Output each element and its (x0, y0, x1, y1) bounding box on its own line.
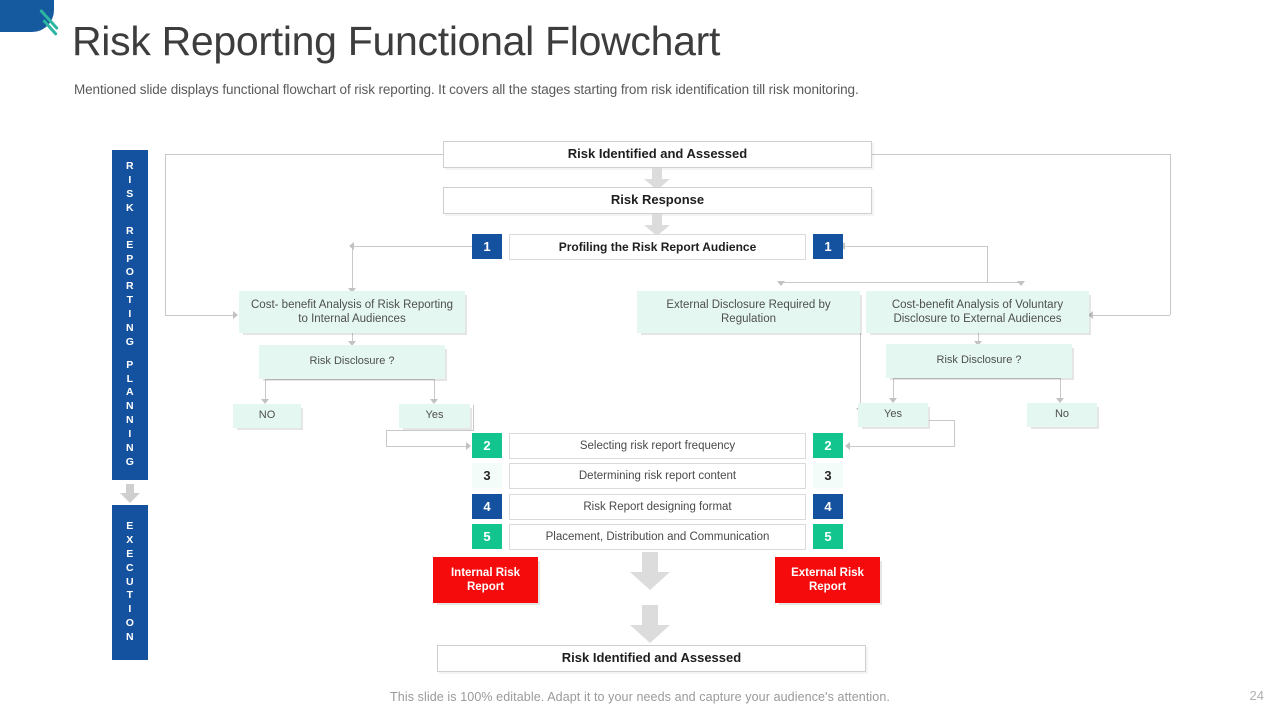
connector-internal-to-disclosure (352, 333, 353, 345)
flow-box-risk-identified-top[interactable]: Risk Identified and Assessed (443, 141, 872, 168)
arrowhead-left-no (261, 399, 269, 404)
connector-right-yes-v2 (954, 420, 955, 446)
connector-profiling-left-h (352, 246, 472, 247)
connector-profiling-right-h (843, 246, 988, 247)
flow-box-risk-identified-bottom[interactable]: Risk Identified and Assessed (437, 645, 866, 672)
page-title: Risk Reporting Functional Flowchart (72, 18, 721, 64)
block-arrow-down-2-icon (644, 214, 670, 236)
arrowhead-left-yes (430, 399, 438, 404)
connector-regulation-down-v (860, 333, 861, 411)
arrowhead-into-voluntary-top (1017, 281, 1025, 286)
connector-right-disclosure-split-h (893, 378, 1061, 379)
flow-box-profiling-audience[interactable]: Profiling the Risk Report Audience (509, 234, 806, 260)
block-arrow-down-3-icon (630, 552, 670, 590)
connector-right-into-voluntary-h (1092, 315, 1170, 316)
phase-transition-arrow-icon (120, 484, 140, 503)
block-arrow-down-4-icon (630, 605, 670, 643)
step-badge-left-2[interactable]: 2 (472, 433, 502, 458)
arrowhead-voluntary-to-disclosure (974, 341, 982, 346)
flow-box-risk-response[interactable]: Risk Response (443, 187, 872, 214)
connector-right-yes-into-badge-h (849, 446, 955, 447)
footer-note: This slide is 100% editable. Adapt it to… (390, 690, 890, 704)
step-badge-right-4[interactable]: 4 (813, 494, 843, 519)
arrowhead-right-no (1056, 398, 1064, 403)
arrowhead-into-internal-top (348, 288, 356, 293)
arrowhead-right-yes (889, 398, 897, 403)
arrowhead-internal-to-disclosure (348, 341, 356, 346)
arrowhead-into-internal-cost-benefit (233, 311, 238, 319)
step-badge-right-3[interactable]: 3 (813, 463, 843, 488)
connector-voluntary-to-disclosure (978, 333, 979, 345)
connector-left-yes-drop-v (386, 430, 387, 446)
connector-left-outer-v (165, 154, 166, 315)
decision-box-no-left[interactable]: NO (233, 404, 301, 428)
connector-right-split-h (781, 282, 1022, 283)
arrowhead-into-voluntary-cost-benefit (1088, 311, 1093, 319)
block-arrow-down-1-icon (644, 168, 670, 190)
connector-right-outer-v (1170, 154, 1171, 315)
arrowhead-into-badge-2-left (466, 442, 471, 450)
arrowhead-profiling-left (349, 242, 354, 250)
flow-box-placement-distribution[interactable]: Placement, Distribution and Communicatio… (509, 524, 806, 550)
page-subtitle: Mentioned slide displays functional flow… (74, 82, 859, 97)
connector-top-right-h (871, 154, 1171, 155)
step-badge-right-1[interactable]: 1 (813, 234, 843, 259)
step-badge-left-5[interactable]: 5 (472, 524, 502, 549)
connector-left-yes-into-badge-h (386, 446, 468, 447)
decision-box-yes-left[interactable]: Yes (399, 404, 470, 428)
page-number: 24 (1249, 688, 1264, 703)
connector-profiling-right-v (987, 246, 988, 282)
flow-box-determining-content[interactable]: Determining risk report content (509, 463, 806, 489)
connector-top-left-h (165, 154, 445, 155)
flow-box-voluntary-cost-benefit[interactable]: Cost-benefit Analysis of Voluntary Discl… (866, 291, 1089, 333)
connector-left-disclosure-split-h (265, 379, 435, 380)
decision-box-no-right[interactable]: No (1027, 403, 1097, 427)
arrowhead-into-badge-2-right (845, 442, 850, 450)
connector-profiling-left-v (352, 246, 353, 291)
connector-left-yes-v (434, 379, 435, 401)
step-badge-right-5[interactable]: 5 (813, 524, 843, 549)
flow-box-designing-format[interactable]: Risk Report designing format (509, 494, 806, 520)
connector-left-yes-h (386, 430, 474, 431)
flow-box-external-disclosure-regulation[interactable]: External Disclosure Required by Regulati… (637, 291, 860, 333)
decision-box-yes-right[interactable]: Yes (858, 403, 928, 427)
step-badge-left-4[interactable]: 4 (472, 494, 502, 519)
arrowhead-into-external-regulation (777, 281, 785, 286)
report-box-internal-risk[interactable]: Internal Risk Report (433, 557, 538, 603)
flow-box-internal-cost-benefit[interactable]: Cost- benefit Analysis of Risk Reporting… (239, 291, 465, 333)
step-badge-left-1[interactable]: 1 (472, 234, 502, 259)
report-box-external-risk[interactable]: External Risk Report (775, 557, 880, 603)
step-badge-right-2[interactable]: 2 (813, 433, 843, 458)
connector-left-into-internal-h (165, 315, 235, 316)
step-badge-left-3[interactable]: 3 (472, 463, 502, 488)
connector-left-no-v (265, 379, 266, 401)
connector-left-yes-down-v (473, 405, 474, 430)
flow-box-risk-disclosure-left[interactable]: Risk Disclosure ? (259, 345, 445, 379)
flow-box-selecting-frequency[interactable]: Selecting risk report frequency (509, 433, 806, 459)
connector-right-yes-v (893, 378, 894, 400)
connector-right-no-v (1060, 378, 1061, 400)
flow-box-risk-disclosure-right[interactable]: Risk Disclosure ? (886, 344, 1072, 378)
connector-right-yes-h (929, 420, 955, 421)
